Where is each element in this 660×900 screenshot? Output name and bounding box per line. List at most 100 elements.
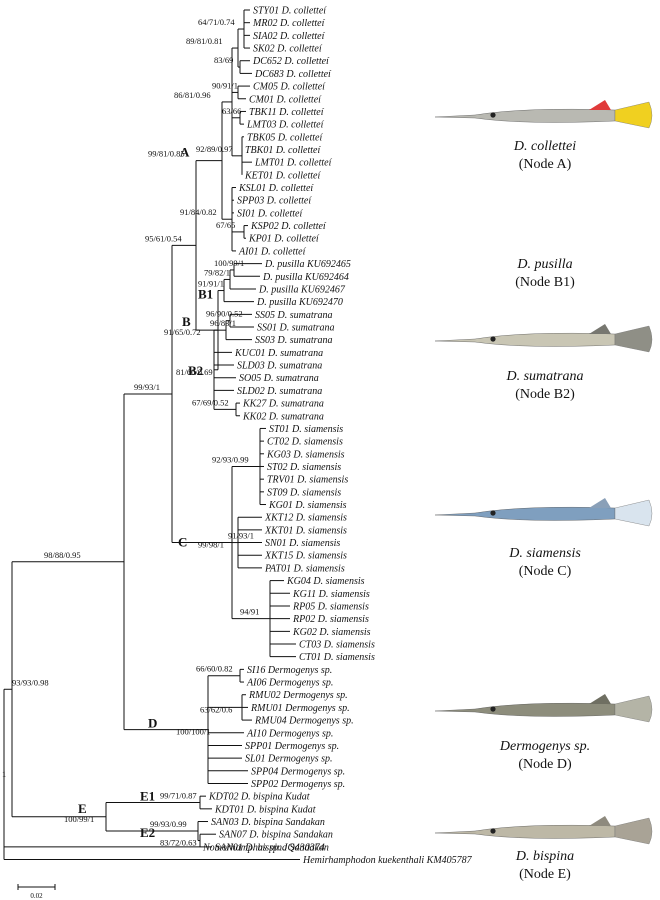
leaf-label-d-pusilla-ku692465: D. pusilla KU692465 (264, 259, 351, 270)
fish-photo-1 (434, 100, 653, 129)
scale-bar-label: 0.02 (30, 892, 43, 900)
support-value-c2: 91/93/1 (228, 531, 254, 541)
fish-photo-6-eye (490, 828, 496, 834)
support-value-a4: 83/69 (214, 55, 233, 65)
fish-photo-6-dorsal-fin (589, 816, 611, 826)
fish-photo-6-tail (614, 817, 653, 845)
leaf-label-ct03-d-siamensis: CT03 D. siamensis (299, 640, 375, 651)
fish-photo-3-eye (490, 336, 496, 342)
clade-label-b: B (182, 314, 191, 329)
fish-photo-1-body (434, 108, 616, 123)
panel-species-1: D. collettei (513, 139, 576, 154)
leaf-label-xkt12-d-siamensis: XKT12 D. siamensis (264, 513, 347, 524)
fish-photo-5-body (434, 702, 616, 717)
leaf-label-spp01-dermogenys-sp: SPP01 Dermogenys sp. (245, 741, 339, 752)
leaf-label-kg02-d-siamensis: KG02 D. siamensis (292, 627, 371, 638)
fish-photo-4-tail (614, 499, 653, 527)
support-value-D: 100/100/1 (176, 727, 210, 737)
support-value-b2a: 96/90/0.52 (206, 309, 243, 319)
support-value-a6: 63/66 (222, 106, 241, 116)
clade-label-e1: E1 (140, 789, 155, 804)
fish-photo-3-tail (614, 325, 653, 353)
panel-node-2: (Node B1) (515, 275, 575, 290)
leaf-label-tbk01-d-collette: TBK01 D. colletteí (245, 145, 321, 156)
fish-photo-1-tail (614, 101, 653, 129)
fish-photo-6-body (434, 824, 616, 839)
leaf-label-cm05-d-collette: CM05 D. colletteí (253, 82, 326, 93)
leaf-label-ket01-d-collette: KET01 D. colletteí (244, 170, 321, 181)
leaf-label-xkt15-d-siamensis: XKT15 D. siamensis (264, 551, 347, 562)
leaf-label-ss05-d-sumatrana: SS05 D. sumatrana (255, 310, 333, 321)
support-value-d1: 66/60/0.82 (196, 664, 233, 674)
fish-photo-3 (434, 324, 653, 353)
leaf-label-sld02-d-sumatrana: SLD02 D. sumatrana (237, 386, 322, 397)
leaf-label-rmu04-dermogenys-sp: RMU04 Dermogenys sp. (254, 716, 354, 727)
leaf-label-kuc01-d-sumatrana: KUC01 D. sumatrana (234, 348, 323, 359)
panel-species-4: D. siamensis (508, 546, 581, 561)
leaf-label-san01-d-bispina-sandakan: SAN01 D. bispina Sandakan (215, 842, 329, 853)
fish-photo-3-dorsal-fin (589, 324, 611, 334)
support-value-root: 1 (2, 769, 6, 779)
leaf-label-lmt03-d-collette: LMT03 D. colletteí (246, 120, 325, 131)
leaf-label-lmt01-d-collette: LMT01 D. colletteí (254, 158, 333, 169)
leaf-label-kg04-d-siamensis: KG04 D. siamensis (286, 576, 365, 587)
leaf-label-st01-d-siamensis: ST01 D. siamensis (269, 424, 343, 435)
leaf-label-kdt01-d-bispina-kudat: KDT01 D. bispina Kudat (214, 804, 316, 815)
leaf-label-ai10-dermogenys-sp: AI10 Dermogenys sp. (246, 728, 333, 739)
leaf-label-ct02-d-siamensis: CT02 D. siamensis (267, 437, 343, 448)
support-value-B2: 81/60/0.69 (176, 367, 213, 377)
leaf-label-st09-d-siamensis: ST09 D. siamensis (267, 487, 341, 498)
leaf-label-kg03-d-siamensis: KG03 D. siamensis (266, 449, 345, 460)
support-value-B: 91/65/0.72 (164, 327, 201, 337)
panel-node-3: (Node B2) (515, 387, 575, 402)
leaf-label-kk02-d-sumatrana: KK02 D. sumatrana (242, 411, 324, 422)
leaf-label-ct01-d-siamensis: CT01 D. siamensis (299, 652, 375, 663)
clade-label-b1: B1 (198, 287, 213, 302)
leaf-label-dc683-d-collette: DC683 D. colletteí (254, 69, 332, 80)
fish-photo-4-dorsal-fin (589, 498, 611, 508)
fish-photo-4-eye (490, 510, 496, 516)
support-value-e2a: 83/72/0.63 (160, 838, 197, 848)
leaf-label-rmu01-dermogenys-sp: RMU01 Dermogenys sp. (250, 703, 350, 714)
support-value-abc: 99/93/1 (134, 382, 160, 392)
support-value-in: 93/93/0.98 (12, 677, 49, 687)
support-value-a7: 92/89/0.97 (196, 144, 233, 154)
leaf-label-d-pusilla-ku692467: D. pusilla KU692467 (258, 284, 346, 295)
leaf-label-sty01-d-collette: STY01 D. colletteí (253, 6, 327, 17)
leaf-label-st02-d-siamensis: ST02 D. siamensis (267, 462, 341, 473)
leaf-label-kg11-d-siamensis: KG11 D. siamensis (292, 589, 370, 600)
leaf-label-hemirhamphodon-kuekenthali-km405787: Hemirhamphodon kuekenthali KM405787 (302, 855, 473, 866)
leaf-label-xkt01-d-siamensis: XKT01 D. siamensis (264, 525, 347, 536)
leaf-label-nomorhamphus-sp-jq430374: Nomorhamphus sp. JQ430374 (202, 842, 325, 853)
fish-photo-4-body (434, 506, 616, 521)
support-value-C: 99/98/1 (198, 540, 224, 550)
support-value-E2: 99/93/0.99 (150, 819, 187, 829)
support-value-d2: 63/62/0.6 (200, 704, 232, 714)
leaf-label-dc652-d-collette: DC652 D. colletteí (252, 56, 330, 67)
fish-photo-3-body (434, 332, 616, 347)
leaf-label-spp02-dermogenys-sp: SPP02 Dermogenys sp. (251, 779, 345, 790)
support-value-a5: 90/91/1 (212, 80, 238, 90)
clade-label-e2: E2 (140, 825, 155, 840)
support-value-B1: 91/91/1 (198, 279, 224, 289)
support-value-c1: 92/93/0.99 (212, 454, 249, 464)
panel-species-3: D. sumatrana (505, 369, 583, 384)
leaf-label-sld03-d-sumatrana: SLD03 D. sumatrana (237, 361, 322, 372)
support-value-a8: 91/84/0.82 (180, 207, 217, 217)
leaf-label-ai06-dermogenys-sp: AI06 Dermogenys sp. (246, 678, 333, 689)
support-value-b3: 67/69/0.52 (192, 397, 229, 407)
leaf-label-kg01-d-siamensis: KG01 D. siamensis (268, 500, 347, 511)
support-value-E: 100/99/1 (64, 814, 94, 824)
leaf-label-spp04-dermogenys-sp: SPP04 Dermogenys sp. (251, 766, 345, 777)
support-value-main: 98/88/0.95 (44, 550, 81, 560)
fish-photo-1-dorsal-fin (589, 100, 611, 110)
fish-photo-5-eye (490, 706, 496, 712)
fish-photo-4 (434, 498, 653, 527)
leaf-label-sia02-d-collette: SIA02 D. colletteí (253, 31, 326, 42)
panel-species-5: Dermogenys sp. (499, 739, 590, 754)
leaf-label-cm01-d-collette: CM01 D. colletteí (249, 94, 322, 105)
leaf-label-spp03-d-collette: SPP03 D. colletteí (237, 196, 312, 207)
clade-label-b2: B2 (188, 363, 203, 378)
fish-photos: D. collettei(Node A)D. pusilla(Node B1)D… (434, 100, 653, 882)
